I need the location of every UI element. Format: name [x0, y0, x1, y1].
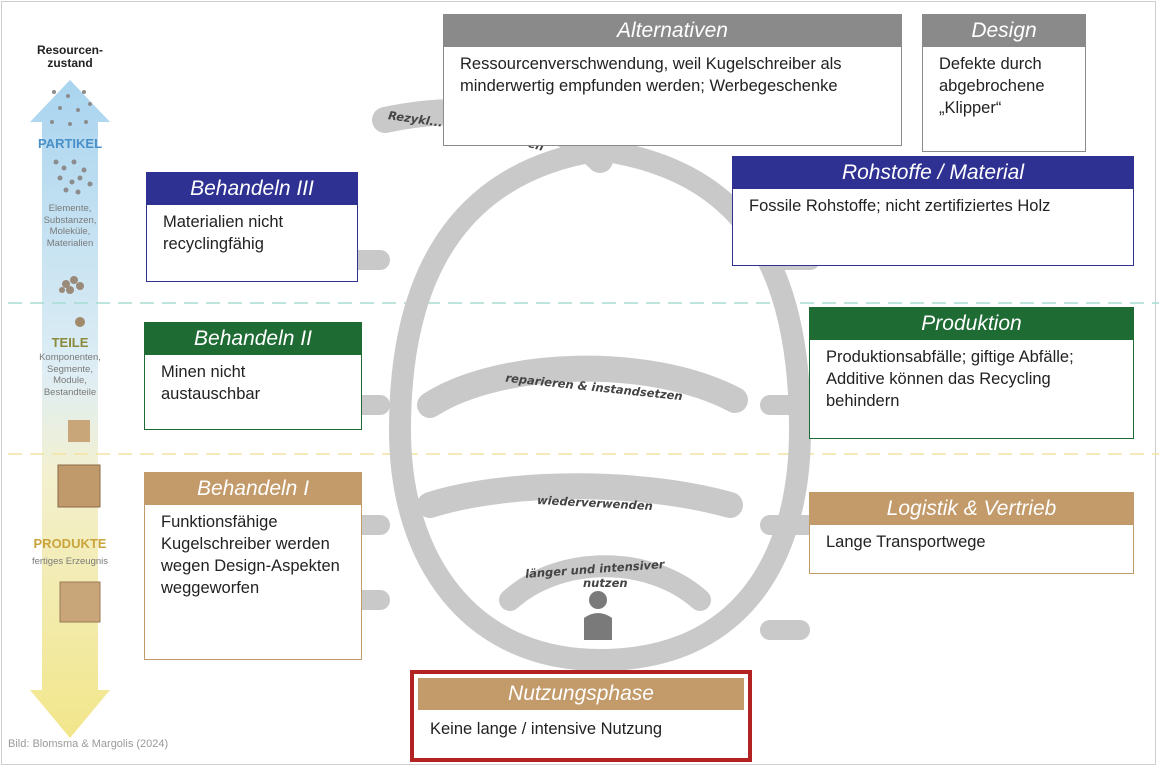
box-produktion-text: Produktionsabfälle; giftige Abfälle; Add… — [826, 348, 1074, 410]
box-behandeln-2: Behandeln II Minen nicht austauschbar — [144, 322, 362, 430]
box-design-title: Design — [923, 15, 1085, 47]
box-alternativen-title: Alternativen — [444, 15, 901, 47]
box-behandeln-3: Behandeln III Materialien nicht recyclin… — [146, 172, 358, 282]
resource-state-title: Resourcen- zustand — [36, 43, 104, 70]
box-rohstoffe-text: Fossile Rohstoffe; nicht zertifiziertes … — [749, 197, 1051, 215]
box-alternativen-text: Ressourcenverschwendung, weil Kugelschre… — [460, 55, 842, 95]
box-behandeln-1: Behandeln I Funktionsfähige Kugelschreib… — [144, 472, 362, 660]
person-icon — [584, 591, 612, 640]
box-rohstoffe: Rohstoffe / Material Fossile Rohstoffe; … — [732, 156, 1134, 266]
particles-description: Elemente, Substanzen, Moleküle, Material… — [43, 203, 97, 249]
box-behandeln-3-title: Behandeln III — [147, 173, 357, 205]
level-products: PRODUKTE — [33, 536, 107, 551]
box-alternativen: Alternativen Ressourcenverschwendung, we… — [443, 14, 902, 146]
material-pile-icon — [59, 276, 84, 294]
resource-state-sidebar: Resourcen- zustand PARTIKEL Elemente, Su… — [0, 0, 140, 768]
box-rohstoffe-title: Rohstoffe / Material — [733, 157, 1133, 189]
level-particles: PARTIKEL — [37, 136, 103, 151]
longer-use-label-line2: nutzen — [583, 576, 628, 590]
box-produktion: Produktion Produktionsabfälle; giftige A… — [809, 307, 1134, 439]
particle-dots-icon — [50, 90, 93, 195]
products-description: fertiges Erzeugnis — [31, 556, 109, 567]
box-behandeln-2-title: Behandeln II — [145, 323, 361, 355]
medium-box-icon — [57, 464, 101, 508]
part-icon — [75, 317, 85, 327]
resource-state-arrow — [30, 80, 110, 738]
box-produktion-title: Produktion — [810, 308, 1133, 340]
box-nutzungsphase-text: Keine lange / intensive Nutzung — [430, 720, 663, 738]
box-nutzungsphase: Nutzungsphase Keine lange / intensive Nu… — [410, 670, 752, 762]
small-box-icon — [68, 420, 90, 442]
box-design-text: Defekte durch abgebrochene „Klipper“ — [939, 55, 1045, 117]
box-behandeln-1-title: Behandeln I — [145, 473, 361, 505]
box-logistik: Logistik & Vertrieb Lange Transportwege — [809, 492, 1134, 574]
box-behandeln-1-text: Funktionsfähige Kugelschreiber werden we… — [161, 513, 340, 597]
box-design: Design Defekte durch abgebrochene „Klipp… — [922, 14, 1086, 152]
box-behandeln-2-text: Minen nicht austauschbar — [161, 363, 261, 403]
box-nutzungsphase-title: Nutzungsphase — [418, 678, 744, 710]
box-behandeln-3-text: Materialien nicht recyclingfähig — [163, 213, 284, 253]
cycle-arcs — [320, 99, 820, 687]
box-logistik-text: Lange Transportwege — [826, 533, 986, 551]
image-credit: Bild: Blomsma & Margolis (2024) — [8, 738, 169, 750]
product-box-icon — [59, 581, 101, 623]
box-logistik-title: Logistik & Vertrieb — [810, 493, 1133, 525]
parts-description: Komponenten, Segmente, Module, Bestandte… — [39, 352, 101, 398]
level-parts: TEILE — [51, 335, 89, 350]
